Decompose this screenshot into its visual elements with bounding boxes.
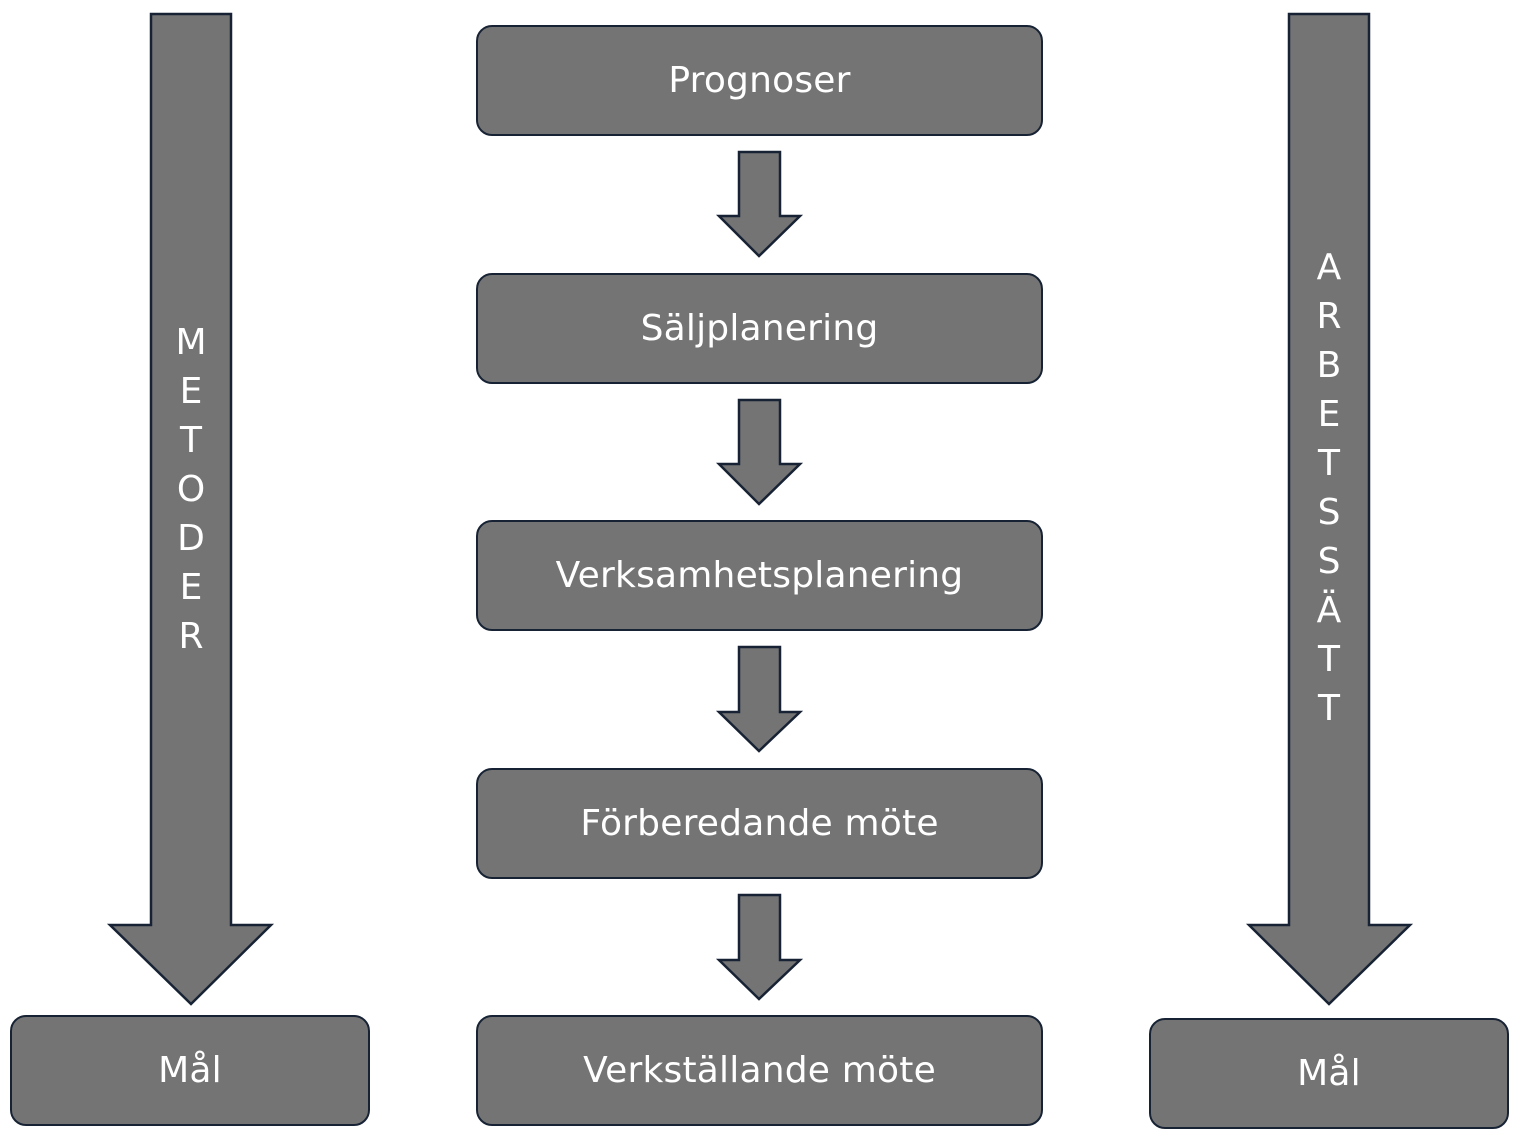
flow-arrow-1: [715, 150, 804, 258]
flow-arrow-3: [715, 645, 804, 753]
flow-box-forberedande-mote: Förberedande möte: [476, 768, 1043, 879]
flow-box-verkstallande-mote: Verkställande möte: [476, 1015, 1043, 1126]
flow-box-prognoser: Prognoser: [476, 25, 1043, 136]
flow-box-verksamhetsplanering: Verksamhetsplanering: [476, 520, 1043, 631]
right-down-arrow: [1245, 12, 1414, 1006]
flow-box-saljplanering: Säljplanering: [476, 273, 1043, 384]
left-goal-box: Mål: [10, 1015, 370, 1126]
flow-arrow-4: [715, 893, 804, 1001]
right-goal-box: Mål: [1149, 1018, 1509, 1129]
left-down-arrow: [106, 12, 275, 1006]
right-arrow-label: A R B E T S S Ä T T: [1316, 247, 1342, 729]
left-arrow-label: M E T O D E R: [175, 322, 207, 657]
flow-arrow-2: [715, 398, 804, 506]
